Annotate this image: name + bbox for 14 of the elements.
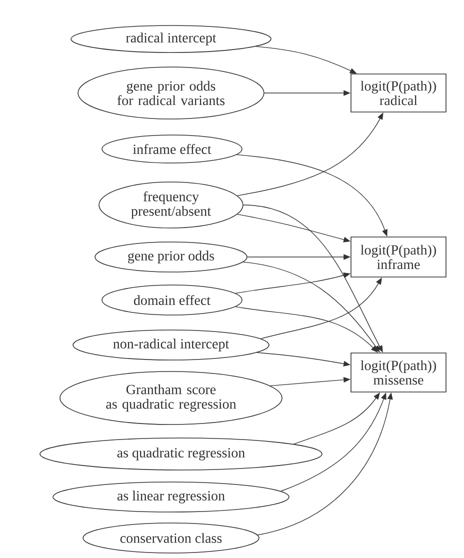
oval-node: gene prior odds for radical variants bbox=[78, 66, 264, 120]
oval-node: gene prior odds bbox=[94, 242, 248, 272]
oval-node: domain effect bbox=[102, 284, 242, 316]
oval-node: as linear regression bbox=[52, 482, 290, 512]
oval-node: as quadratic regression bbox=[40, 438, 322, 470]
oval-node: Grantham score as quadratic regression bbox=[60, 371, 282, 425]
oval-node: non-radical intercept bbox=[72, 330, 270, 360]
output-box: logit(P(path)) missense bbox=[350, 352, 446, 392]
oval-node: frequency present/absent bbox=[98, 182, 244, 228]
oval-node: radical intercept bbox=[70, 25, 272, 53]
oval-node: conservation class bbox=[82, 522, 260, 554]
oval-node: inframe effect bbox=[102, 134, 242, 164]
output-box: logit(P(path)) inframe bbox=[350, 236, 446, 278]
output-box: logit(P(path)) radical bbox=[350, 74, 446, 112]
